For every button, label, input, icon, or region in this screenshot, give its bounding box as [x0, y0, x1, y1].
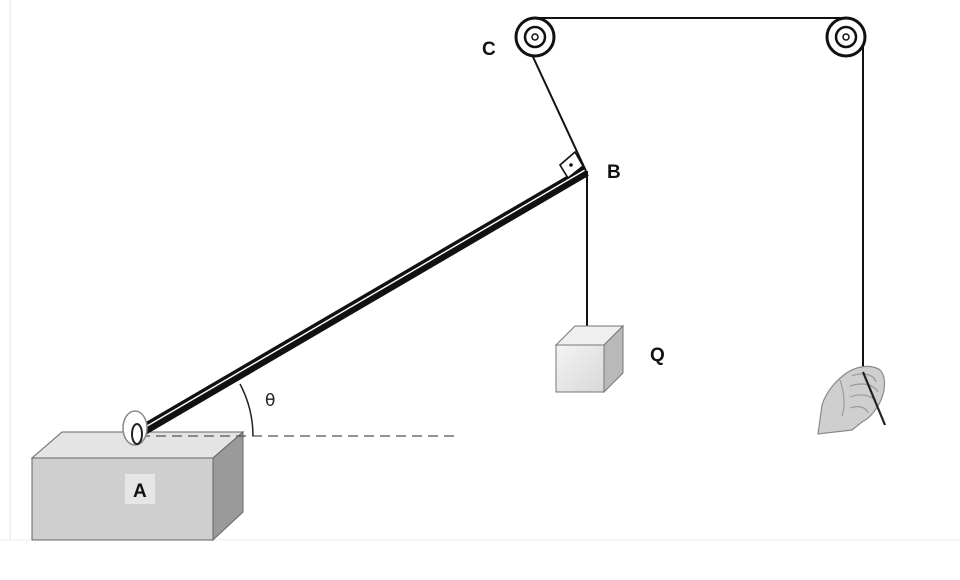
weight-q	[554, 324, 625, 394]
hinge-a-icon	[122, 410, 148, 446]
label-b: B	[607, 162, 621, 183]
rod-highlight	[141, 169, 586, 430]
pulley-right-icon	[825, 16, 867, 58]
weight-q-front	[555, 344, 605, 393]
angle-arc	[239, 383, 254, 437]
rope-end	[861, 371, 887, 426]
label-c: C	[482, 39, 496, 60]
rod-ab	[135, 166, 589, 438]
pulley-c-icon	[514, 16, 556, 58]
label-q: Q	[650, 345, 665, 366]
block-a-front	[31, 457, 214, 541]
label-a-background	[125, 474, 155, 504]
label-theta: θ	[265, 391, 275, 411]
rod-body	[135, 166, 589, 438]
rope-b-to-c	[526, 43, 587, 172]
hand-pulling-rope-icon	[817, 365, 887, 435]
label-a: A	[133, 481, 147, 502]
